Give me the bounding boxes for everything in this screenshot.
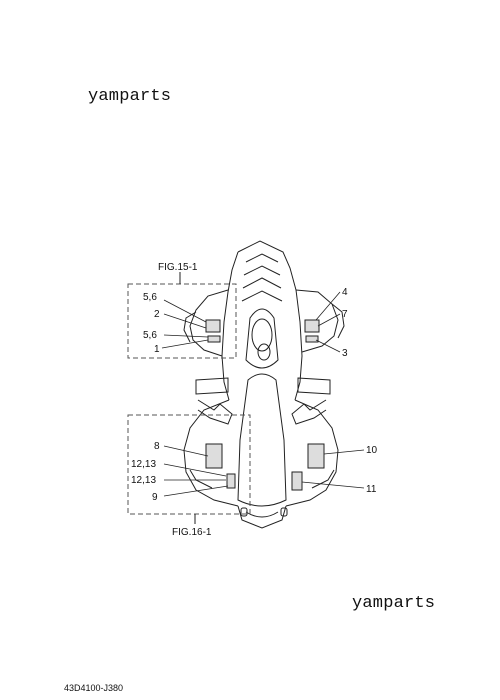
decal-front-right-small — [305, 335, 319, 343]
callout-11: 11 — [366, 484, 377, 495]
decal-front-right — [304, 319, 320, 333]
fig-ref-top: FIG.15-1 — [158, 262, 198, 273]
fig-16-1-box — [127, 414, 251, 515]
watermark-top: yamparts — [88, 87, 172, 106]
decal-rear-right — [307, 443, 325, 469]
decal-rear-left — [205, 443, 223, 469]
callout-2: 2 — [154, 309, 160, 320]
decal-rear-right-small — [291, 471, 303, 491]
callout-8: 8 — [154, 441, 160, 452]
leader-lines — [161, 291, 365, 497]
callout-10: 10 — [366, 445, 378, 456]
decal-rear-left-small — [226, 473, 236, 489]
fig-15-1-box — [127, 283, 237, 359]
part-code: 43D4100-J380 — [64, 683, 124, 693]
callout-12-13-upper: 12,13 — [131, 459, 156, 470]
decal-front-left — [205, 319, 221, 333]
callout-5-6-lower: 5,6 — [143, 330, 157, 341]
callout-1: 1 — [154, 344, 160, 355]
callout-3: 3 — [342, 348, 348, 359]
callout-9: 9 — [152, 492, 158, 503]
callout-5-6-upper: 5,6 — [143, 292, 157, 303]
fig-ref-bottom: FIG.16-1 — [172, 527, 212, 538]
decals — [205, 319, 325, 491]
watermark-bottom: yamparts — [352, 594, 436, 613]
callout-7: 7 — [342, 309, 348, 320]
callout-4: 4 — [342, 287, 348, 298]
decal-front-left-small — [207, 335, 221, 343]
callout-12-13-lower: 12,13 — [131, 475, 156, 486]
